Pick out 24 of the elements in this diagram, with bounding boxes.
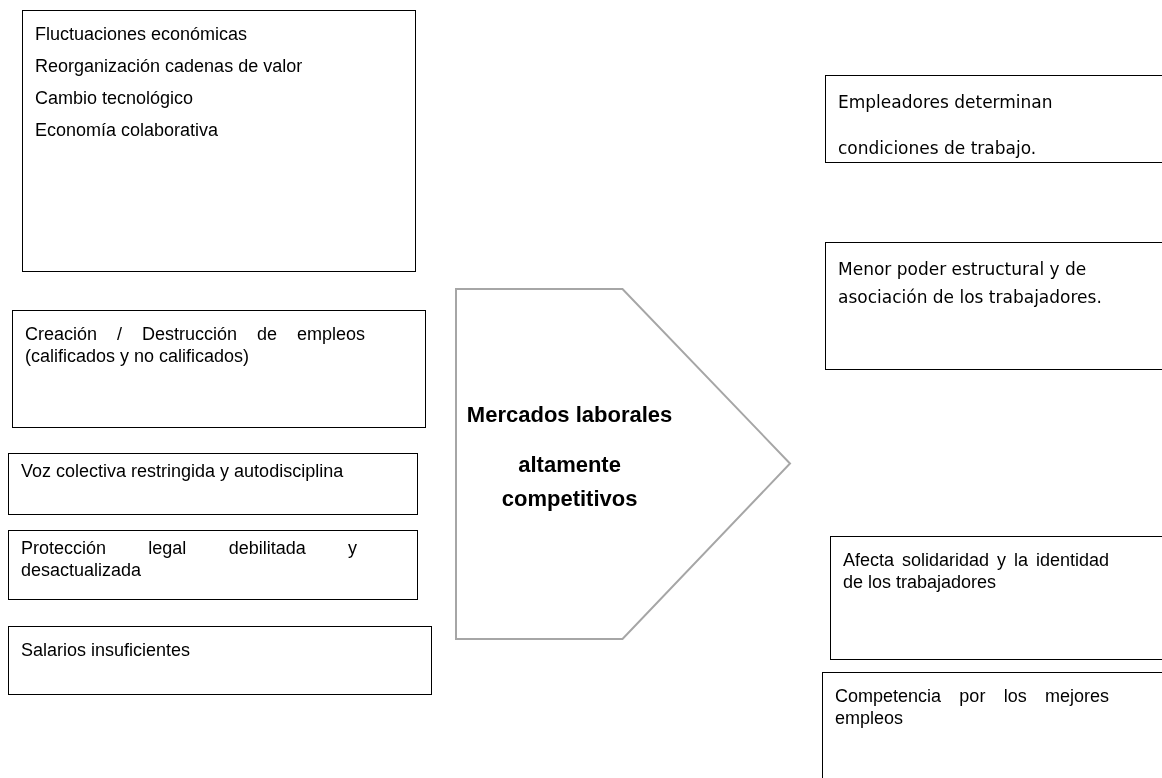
text-box: [8, 530, 418, 600]
text-box: [8, 626, 432, 695]
text-box: [822, 672, 1162, 778]
box-text: Competencia por los mejores empleos: [835, 685, 1109, 729]
text-box: [12, 310, 426, 428]
box-text: Afecta solidaridad y la identidad de los trabajadores: [843, 549, 1109, 593]
list-item-text: Fluctuaciones económicas: [35, 23, 249, 45]
text-box: [825, 242, 1162, 370]
text-box: [830, 536, 1162, 660]
box-text: Voz colectiva restringida y autodisciplina: [21, 460, 345, 482]
box-text: Creación / Destrucción de empleos (calificados y no calificados): [25, 323, 365, 367]
box-text: Salarios insuficientes: [21, 639, 192, 661]
box-text: Protección legal debilitada y desactualizada: [21, 537, 357, 581]
list-item-text: Cambio tecnológico: [35, 87, 195, 109]
box-text: condiciones de trabajo.: [838, 137, 1038, 160]
list-item-text: Economía colaborativa: [35, 119, 220, 141]
heading-text: Mercados laborales: [465, 401, 674, 429]
text-box: [22, 10, 416, 272]
heading-text: altamente competitivos: [500, 451, 639, 513]
list-item-text: Reorganización cadenas de valor: [35, 55, 304, 77]
text-box: [825, 75, 1162, 163]
text-box: [8, 453, 418, 515]
box-text: Empleadores determinan: [838, 91, 1054, 114]
box-text: Menor poder estructural y de asociación de los trabajadores.: [838, 258, 1103, 309]
